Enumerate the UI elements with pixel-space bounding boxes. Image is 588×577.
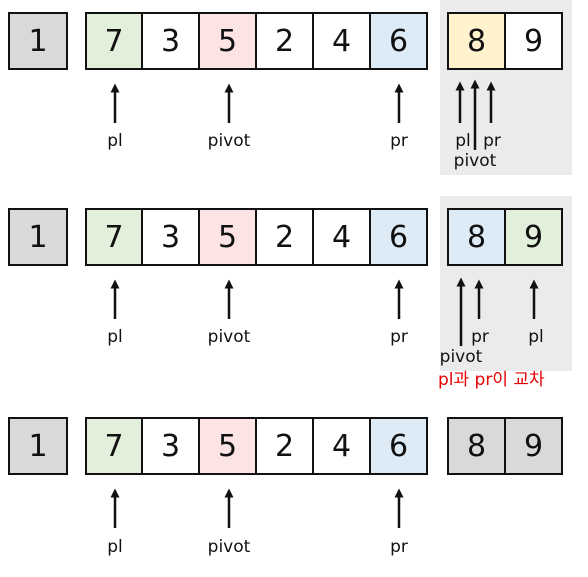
label-sub-pl: pl	[528, 327, 544, 347]
cell-fixed: 1	[8, 208, 68, 266]
label-pr: pr	[390, 131, 408, 151]
cell: 6	[369, 208, 428, 266]
cell: 4	[312, 12, 371, 70]
cell-fixed: 1	[8, 417, 68, 475]
cell: 7	[85, 208, 143, 266]
label-pl: pl	[107, 131, 123, 151]
cell-sub: 8	[447, 417, 506, 475]
cell-sub: 9	[504, 417, 563, 475]
label-pr: pr	[390, 327, 408, 347]
cell: 3	[141, 208, 200, 266]
cell: 5	[198, 12, 257, 70]
label-pr: pr	[390, 537, 408, 557]
crossing-note: pl과 pr이 교차	[438, 370, 545, 390]
label-sub-pl: pl	[455, 131, 471, 151]
cell: 7	[85, 417, 143, 475]
cell-fixed: 1	[8, 12, 68, 70]
cell: 6	[369, 12, 428, 70]
label-pivot: pivot	[207, 537, 251, 557]
label-sub-pivot: pivot	[439, 347, 483, 367]
cell-sub: 8	[447, 208, 506, 266]
label-sub-pr: pr	[483, 131, 501, 151]
cell-sub: 8	[447, 12, 506, 70]
cell: 5	[198, 417, 257, 475]
cell: 2	[255, 208, 314, 266]
cell: 4	[312, 208, 371, 266]
label-pivot: pivot	[207, 327, 251, 347]
label-sub-pr: pr	[471, 327, 489, 347]
cell-sub: 9	[504, 12, 563, 70]
label-sub-pivot: pivot	[453, 151, 497, 171]
cell: 7	[85, 12, 143, 70]
cell: 3	[141, 417, 200, 475]
cell-sub: 9	[504, 208, 563, 266]
label-pl: pl	[107, 327, 123, 347]
cell: 6	[369, 417, 428, 475]
cell: 5	[198, 208, 257, 266]
label-pl: pl	[107, 537, 123, 557]
label-pivot: pivot	[207, 131, 251, 151]
